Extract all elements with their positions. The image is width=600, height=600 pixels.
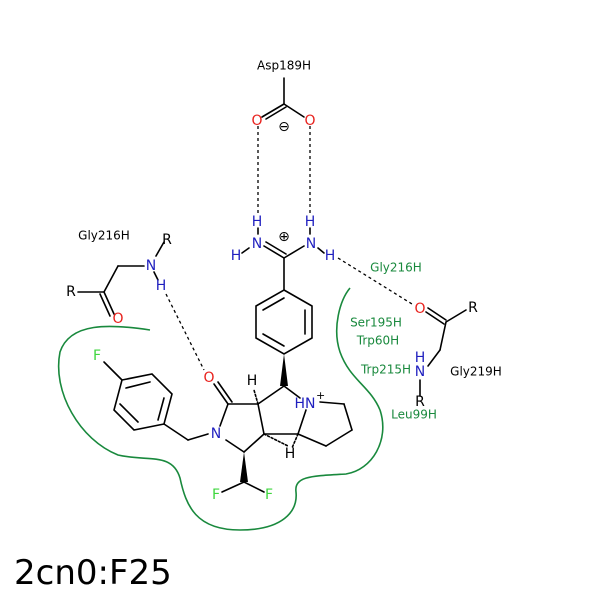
atom-o-gly216: O xyxy=(112,311,123,327)
diagram-title: 2cn0:F25 xyxy=(14,553,172,593)
atom-n-gly219: N xyxy=(415,364,425,380)
hydrophobic-contour xyxy=(57,287,384,531)
charge-plus-label: ⊕ xyxy=(278,229,290,245)
atom-h-ring-2: H xyxy=(285,446,296,462)
atom-o-asp-right: O xyxy=(304,113,315,129)
atom-h-amidine-3: H xyxy=(231,248,242,264)
atom-r-gly219-bottom: R xyxy=(415,394,425,410)
atom-f-left: F xyxy=(212,487,220,503)
atom-h-amidine-4: H xyxy=(325,248,336,264)
atom-f-benzyl: F xyxy=(93,348,101,364)
atom-n-amidine-left: N xyxy=(252,236,262,252)
residue-gly216-left-label: Gly216H xyxy=(78,229,130,243)
residue-trp60-label: Trp60H xyxy=(356,334,399,348)
charge-minus-label: ⊖ xyxy=(278,119,290,135)
atom-h-amidine-1: H xyxy=(252,214,263,230)
residue-gly216-right-label: Gly216H xyxy=(370,261,422,275)
atom-o-gly219: O xyxy=(414,301,425,317)
bond-lines xyxy=(77,77,467,493)
atom-f-right: F xyxy=(265,487,273,503)
atom-r-gly216-top: R xyxy=(162,232,172,248)
atom-o-lactam: O xyxy=(203,370,214,386)
atom-h-gly219: H xyxy=(415,350,426,366)
atom-h-amidine-2: H xyxy=(305,214,316,230)
residue-gly219-label: Gly219H xyxy=(450,365,502,379)
residue-asp189-label: Asp189H xyxy=(257,59,311,73)
atom-h-gly216: H xyxy=(156,278,167,294)
atom-r-gly216-left: R xyxy=(66,284,76,300)
atom-n-amidine-right: N xyxy=(306,236,316,252)
atom-n-plus-charge: + xyxy=(316,389,325,402)
residue-leu99-label: Leu99H xyxy=(391,408,437,422)
atom-n-lactam: N xyxy=(211,426,221,442)
hydrogen-bonds xyxy=(165,126,413,371)
atom-h-ring-1: H xyxy=(247,373,258,389)
residue-ser195-label: Ser195H xyxy=(350,316,402,330)
atom-n-plus: HN xyxy=(295,396,316,412)
residue-trp215-label: Trp215H xyxy=(360,363,411,377)
atom-n-gly216: N xyxy=(146,258,156,274)
atom-r-gly219-top: R xyxy=(468,300,478,316)
atom-o-asp-left: O xyxy=(251,113,262,129)
